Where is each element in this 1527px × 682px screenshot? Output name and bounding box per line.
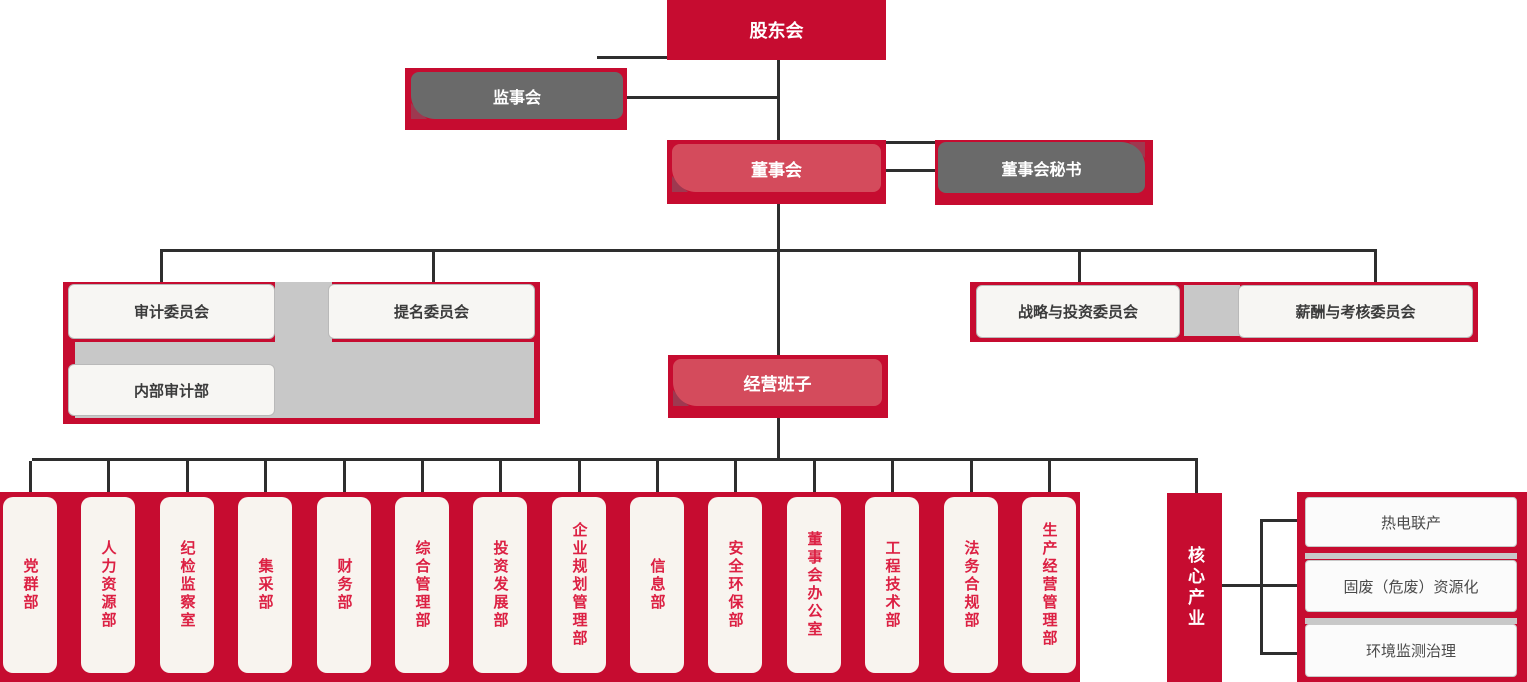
committee-block-left: 审计委员会 提名委员会 内部审计部	[63, 282, 540, 424]
core-industry-label: 核心产业	[1185, 545, 1204, 630]
connector-board-management	[777, 203, 780, 358]
connector-drop-dept-12	[891, 461, 894, 497]
connector-drop-strategy	[1078, 252, 1081, 284]
department-band: 党群部 人力资源部 纪检监察室 集采部 财务部 综合管理部 投资发展部 企业规划…	[0, 492, 1080, 682]
node-shareholders: 股东会	[667, 0, 886, 60]
connector-industry-top-stub	[1263, 519, 1300, 522]
connector-board-secretary-bottom	[886, 169, 935, 172]
node-industry-env-monitoring: 环境监测治理	[1305, 624, 1517, 677]
node-nomination-committee: 提名委员会	[328, 284, 535, 339]
node-board-secretary-label: 董事会秘书	[1001, 161, 1082, 179]
internal-audit-label: 内部审计部	[133, 382, 209, 400]
node-board-secretary: 董事会秘书	[935, 140, 1153, 205]
department-card: 人力资源部	[81, 497, 135, 673]
department-label: 党群部	[21, 558, 39, 612]
node-industry-chp: 热电联产	[1305, 497, 1517, 547]
industry-label: 热电联产	[1380, 514, 1441, 532]
connector-supervisory-link	[623, 96, 779, 99]
connector-drop-dept-14	[1048, 461, 1051, 497]
node-board-secretary-face: 董事会秘书	[938, 142, 1145, 193]
connector-board-secretary-top	[886, 141, 935, 144]
connector-drop-dept-11	[813, 461, 816, 497]
department-card: 工程技术部	[865, 497, 919, 673]
department-label: 法务合规部	[962, 540, 980, 630]
department-label: 生产经营管理部	[1040, 522, 1058, 648]
nomination-committee-label: 提名委员会	[393, 304, 469, 321]
audit-committee-label: 审计委员会	[133, 304, 209, 321]
connector-department-rail	[32, 458, 1198, 461]
department-label: 投资发展部	[491, 540, 509, 630]
node-board-face: 董事会	[672, 144, 881, 192]
department-label: 信息部	[648, 558, 666, 612]
industry-separator	[1305, 553, 1517, 559]
compensation-assessment-label: 薪酬与考核委员会	[1295, 304, 1416, 321]
department-card: 集采部	[238, 497, 292, 673]
connector-drop-dept-1	[29, 461, 32, 497]
connector-drop-audit	[160, 252, 163, 284]
connector-industry-spine	[1260, 519, 1263, 655]
connector-industry-bottom-stub	[1263, 652, 1300, 655]
department-label: 纪检监察室	[178, 540, 196, 630]
connector-drop-dept-10	[734, 461, 737, 497]
department-label: 财务部	[335, 558, 353, 612]
node-supervisory-label: 监事会	[492, 89, 541, 107]
node-board-label: 董事会	[751, 160, 802, 180]
connector-drop-core-industry	[1195, 461, 1198, 495]
department-label: 综合管理部	[413, 540, 431, 630]
node-management-team: 经营班子	[668, 355, 888, 418]
department-label: 安全环保部	[726, 540, 744, 630]
connector-management-rail	[777, 418, 780, 460]
connector-drop-nomination	[432, 252, 435, 284]
connector-drop-dept-5	[343, 461, 346, 497]
department-label: 企业规划管理部	[570, 522, 588, 648]
connector-drop-dept-3	[186, 461, 189, 497]
department-card: 董事会办公室	[787, 497, 841, 673]
node-shareholders-label: 股东会	[749, 21, 804, 41]
node-industry-solid-waste: 固废（危废）资源化	[1305, 560, 1517, 612]
node-supervisory-board: 监事会	[405, 68, 627, 130]
industry-label: 环境监测治理	[1365, 643, 1456, 660]
department-label: 人力资源部	[99, 540, 117, 630]
node-board: 董事会	[667, 140, 886, 204]
node-core-industry: 核心产业	[1167, 493, 1222, 682]
connector-drop-compensation	[1374, 252, 1377, 284]
department-card: 投资发展部	[473, 497, 527, 673]
connector-drop-dept-4	[264, 461, 267, 497]
industry-label: 固废（危废）资源化	[1343, 578, 1479, 596]
node-internal-audit-dept: 内部审计部	[68, 364, 275, 416]
connector-committee-rail	[160, 249, 1377, 252]
department-card: 信息部	[630, 497, 684, 673]
connector-drop-dept-13	[970, 461, 973, 497]
industry-separator	[1305, 618, 1517, 624]
department-label: 工程技术部	[883, 540, 901, 630]
department-card: 财务部	[317, 497, 371, 673]
department-label: 集采部	[256, 558, 274, 612]
department-card: 纪检监察室	[160, 497, 214, 673]
industry-block: 热电联产 固废（危废）资源化 环境监测治理	[1297, 492, 1527, 682]
department-card: 企业规划管理部	[552, 497, 606, 673]
node-audit-committee: 审计委员会	[68, 284, 275, 339]
node-management-team-face: 经营班子	[673, 359, 882, 406]
department-card: 生产经营管理部	[1022, 497, 1076, 673]
department-card: 党群部	[3, 497, 57, 673]
connector-drop-dept-2	[107, 461, 110, 497]
management-team-label: 经营班子	[743, 375, 812, 394]
department-card: 安全环保部	[708, 497, 762, 673]
node-compensation-assessment-committee: 薪酬与考核委员会	[1238, 285, 1473, 338]
strategy-investment-label: 战略与投资委员会	[1017, 304, 1138, 321]
node-strategy-investment-committee: 战略与投资委员会	[976, 285, 1180, 338]
gray-fill	[1184, 285, 1240, 336]
connector-shareholders-left-stub	[597, 56, 667, 59]
connector-drop-dept-9	[656, 461, 659, 497]
connector-shareholders-board	[777, 58, 780, 142]
department-card: 综合管理部	[395, 497, 449, 673]
connector-drop-dept-8	[578, 461, 581, 497]
connector-drop-dept-7	[499, 461, 502, 497]
department-card: 法务合规部	[944, 497, 998, 673]
connector-drop-dept-6	[421, 461, 424, 497]
node-supervisory-board-face: 监事会	[411, 72, 623, 119]
committee-block-right: 战略与投资委员会 薪酬与考核委员会	[970, 282, 1478, 342]
department-label: 董事会办公室	[805, 531, 823, 639]
